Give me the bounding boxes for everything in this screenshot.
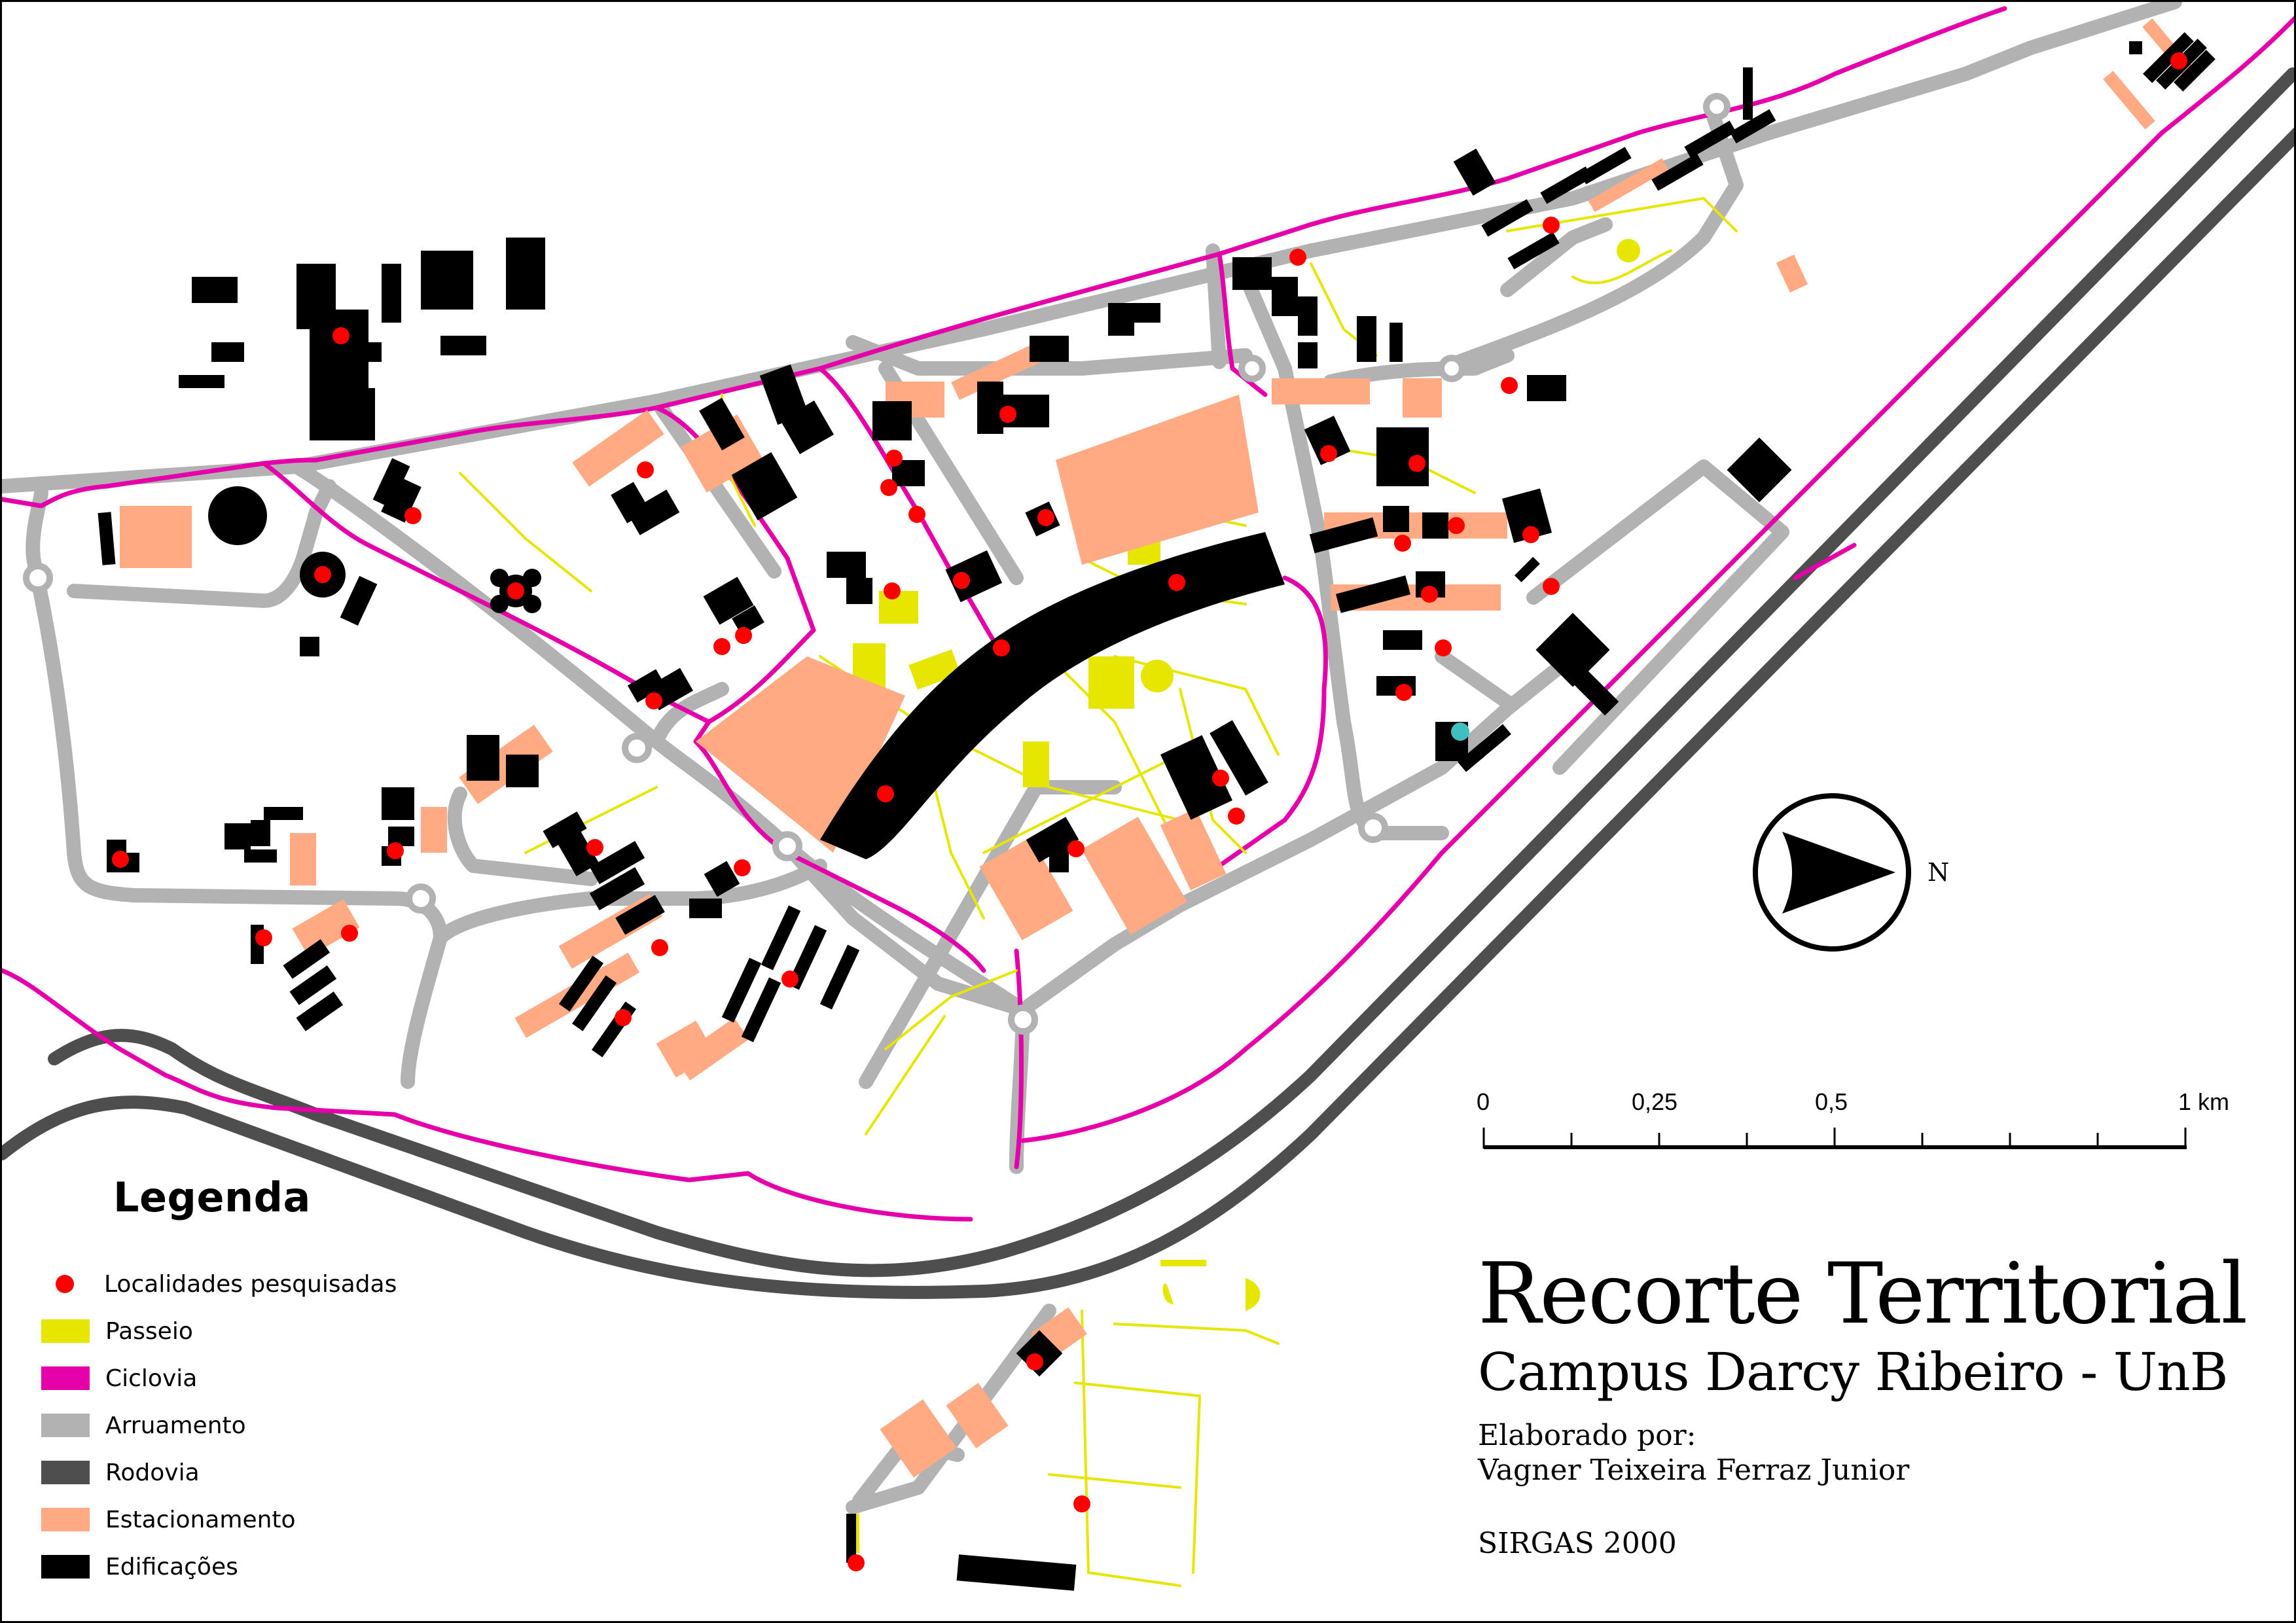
scale-label-1km: 1 km: [2178, 1088, 2230, 1115]
rodovia-layer: [2, 67, 2294, 1299]
arruamento-swatch-icon: [41, 1414, 90, 1437]
legend-item-localidades: Localidades pesquisadas: [41, 1260, 447, 1308]
author-label: Elaborado por:: [1478, 1419, 1696, 1452]
north-arrow-icon: [1753, 793, 1911, 952]
edificacoes-swatch-icon: [41, 1555, 90, 1578]
legend-label: Localidades pesquisadas: [104, 1270, 397, 1298]
rodovia-swatch-icon: [41, 1461, 90, 1484]
legend-label: Rodovia: [105, 1459, 200, 1486]
coordinate-system: SIRGAS 2000: [1478, 1527, 1677, 1560]
researched-locations: [112, 52, 2187, 1571]
scale-label-05: 0,5: [1815, 1088, 1848, 1115]
legend: Legenda Localidades pesquisadas Passeio …: [41, 1173, 447, 1590]
title-block: Recorte Territorial Campus Darcy Ribeiro…: [1478, 1245, 2248, 1561]
legend-label: Edificações: [105, 1553, 238, 1580]
roundabouts: [23, 93, 1731, 1035]
legend-label: Arruamento: [105, 1412, 246, 1439]
estacionamento-swatch-icon: [41, 1508, 90, 1531]
passeio-swatch-icon: [41, 1319, 90, 1343]
legend-item-rodovia: Rodovia: [41, 1449, 447, 1496]
legend-item-edificacoes: Edificações: [41, 1543, 447, 1590]
scale-label-025: 0,25: [1632, 1088, 1678, 1115]
red-dot-icon: [56, 1275, 74, 1293]
legend-label: Estacionamento: [105, 1506, 296, 1533]
map-title: Recorte Territorial: [1478, 1245, 2248, 1343]
map-subtitle: Campus Darcy Ribeiro - UnB: [1478, 1342, 2228, 1402]
highlighted-location: [1451, 722, 1469, 741]
legend-item-ciclovia: Ciclovia: [41, 1355, 447, 1402]
edificacoes-layer: [98, 32, 2215, 1591]
author-name: Vagner Teixeira Ferraz Junior: [1478, 1454, 1910, 1487]
scale-label-0: 0: [1477, 1088, 1490, 1115]
legend-item-estacionamento: Estacionamento: [41, 1496, 447, 1543]
legend-item-passeio: Passeio: [41, 1308, 447, 1355]
ciclovia-swatch-icon: [41, 1366, 90, 1390]
legend-label: Ciclovia: [105, 1364, 198, 1392]
legend-label: Passeio: [105, 1317, 193, 1345]
north-label: N: [1928, 858, 1950, 887]
legend-item-arruamento: Arruamento: [41, 1402, 447, 1449]
legend-title: Legenda: [113, 1173, 311, 1221]
scale-bar: [1482, 1128, 2187, 1149]
